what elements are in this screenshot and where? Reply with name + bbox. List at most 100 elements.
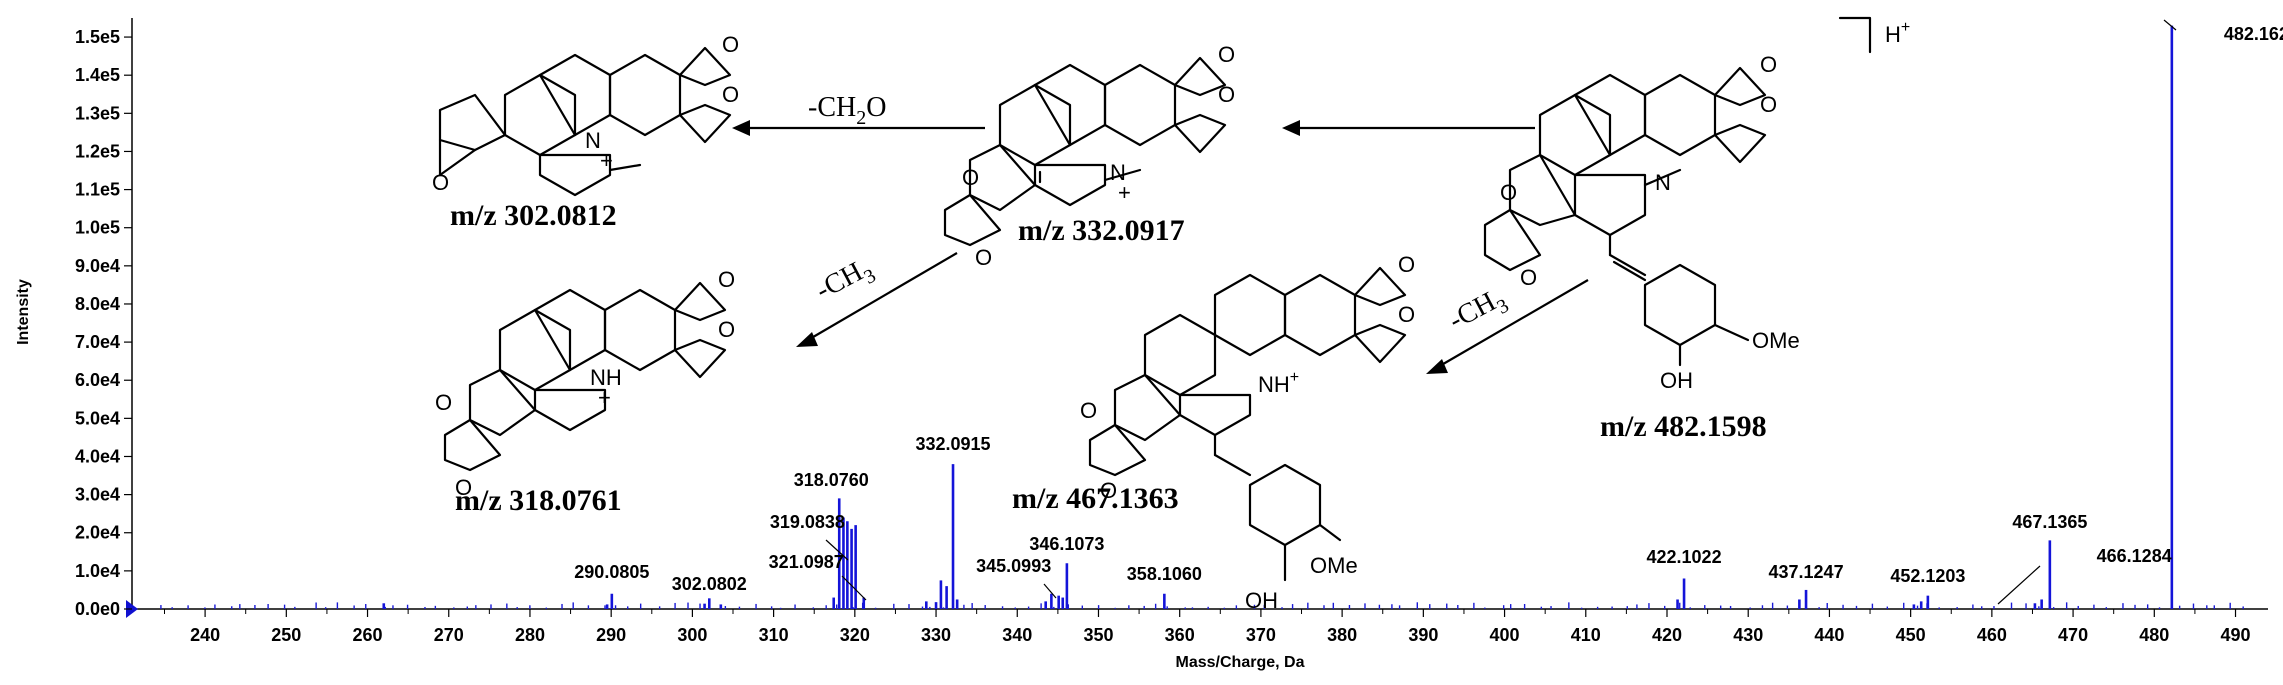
x-tick-label: 280 <box>515 625 545 645</box>
x-tick-label: 380 <box>1327 625 1357 645</box>
peak-label: 452.1203 <box>1890 566 1965 586</box>
y-axis-title: Intensity <box>15 279 32 345</box>
x-tick-label: 310 <box>759 625 789 645</box>
fragment-302-structure: N + O O O m/z 302.0812 <box>432 32 739 232</box>
x-tick-label: 240 <box>190 625 220 645</box>
frag467-o3: O <box>1080 398 1097 423</box>
peak-label: 319.0838 <box>770 512 845 532</box>
peak-label: 290.0805 <box>574 562 649 582</box>
frag302-mz-label: m/z 302.0812 <box>450 199 617 232</box>
noise-peaks <box>160 602 2244 609</box>
y-tick-label: 6.0e4 <box>75 370 120 390</box>
peak-label: 345.0993 <box>976 556 1051 576</box>
arrow-482-to-467-head <box>1426 359 1448 374</box>
x-tick-label: 450 <box>1896 625 1926 645</box>
frag318-mz-label: m/z 318.0761 <box>455 484 622 517</box>
peak-label: 321.0987 <box>769 552 844 572</box>
y-tick-label: 8.0e4 <box>75 294 120 314</box>
peak-label: 302.0802 <box>672 574 747 594</box>
peak-label: 466.1284 <box>2097 546 2172 566</box>
leader-319 <box>825 539 849 561</box>
precursor-o3: O <box>1500 180 1517 205</box>
frag318-o1: O <box>718 267 735 292</box>
arrow-332-to-318 <box>807 252 958 341</box>
frag467-o2: O <box>1398 302 1415 327</box>
frag302-plus: + <box>600 148 613 173</box>
frag467-o4: O <box>1100 478 1117 503</box>
y-tick-label: 9.0e4 <box>75 256 120 276</box>
precursor-n: N <box>1655 170 1671 195</box>
arrow-482-to-467 <box>1437 279 1589 368</box>
frag318-o3: O <box>435 390 452 415</box>
precursor-o4: O <box>1520 265 1537 290</box>
x-tick-label: 360 <box>1165 625 1195 645</box>
x-tick-label: 470 <box>2058 625 2088 645</box>
x-tick-label: 370 <box>1246 625 1276 645</box>
x-tick-label: 410 <box>1571 625 1601 645</box>
x-tick-label: 480 <box>2139 625 2169 645</box>
loss-ch3-label-right: -CH3 <box>1444 281 1513 341</box>
precursor-o1: O <box>1760 52 1777 77</box>
frag332-mz-label: m/z 332.0917 <box>1018 214 1185 247</box>
x-tick-label: 390 <box>1408 625 1438 645</box>
scheme-arrows <box>732 120 1589 374</box>
precursor-mz-label: m/z 482.1598 <box>1600 410 1767 443</box>
y-tick-label: 1.4e5 <box>75 65 120 85</box>
frag467-o1: O <box>1398 252 1415 277</box>
y-tick-label: 1.2e5 <box>75 141 120 161</box>
precursor-h-plus: H+ <box>1885 19 1910 47</box>
leader-345 <box>1043 583 1057 599</box>
peak-label: 332.0915 <box>915 434 990 454</box>
fragment-318-structure: NH + O O O O m/z 318.0761 <box>435 267 735 517</box>
y-tick-label: 1.0e5 <box>75 218 120 238</box>
x-tick-label: 490 <box>2220 625 2250 645</box>
frag332-plus: + <box>1118 180 1131 205</box>
frag318-o2: O <box>718 317 735 342</box>
y-tick-label: 1.0e4 <box>75 561 120 581</box>
peak-label: 467.1365 <box>2012 512 2087 532</box>
frag318-nh: NH <box>590 365 622 390</box>
precursor-ome: OMe <box>1752 328 1800 353</box>
y-tick-label: 5.0e4 <box>75 408 120 428</box>
y-tick-label: 1.1e5 <box>75 180 120 200</box>
x-tick-label: 350 <box>1083 625 1113 645</box>
peak-label: 346.1073 <box>1029 534 1104 554</box>
x-tick-label: 440 <box>1814 625 1844 645</box>
frag302-o1: O <box>722 32 739 57</box>
peak-label: 482.1622 <box>2224 24 2283 44</box>
peak-label: 422.1022 <box>1647 547 1722 567</box>
y-tick-label: 2.0e4 <box>75 523 120 543</box>
x-tick-label: 430 <box>1733 625 1763 645</box>
x-tick-label: 250 <box>271 625 301 645</box>
loss-ch2o-label: -CH2O <box>808 92 886 129</box>
frag467-oh: OH <box>1245 588 1278 613</box>
frag318-plus: + <box>598 385 611 410</box>
x-tick-label: 420 <box>1652 625 1682 645</box>
precursor-o2: O <box>1760 92 1777 117</box>
peak-labels: 482.1622 467.1365 466.1284 452.1203 437.1247… <box>574 24 2283 594</box>
precursor-structure: N O O O O OMe OH H+ m/z 482.1598 <box>1483 16 1910 443</box>
y-tick-label: 7.0e4 <box>75 332 120 352</box>
frag332-n: N <box>1110 160 1126 185</box>
peaks <box>382 25 2174 609</box>
frag332-o2: O <box>1218 82 1235 107</box>
fragment-332-structure: N + O O O O m/z 332.0917 <box>943 42 1235 270</box>
y-tick-label: 0.0e0 <box>75 599 120 619</box>
x-tick-label: 400 <box>1490 625 1520 645</box>
x-tick-label: 330 <box>921 625 951 645</box>
peak-label: 437.1247 <box>1769 562 1844 582</box>
frag467-ome: OMe <box>1310 553 1358 578</box>
leader-321 <box>841 575 867 601</box>
x-tick-label: 340 <box>1002 625 1032 645</box>
frag332-o1: O <box>1218 42 1235 67</box>
x-tick-label: 260 <box>353 625 383 645</box>
y-tick-label: 1.3e5 <box>75 103 120 123</box>
y-tick-label: 4.0e4 <box>75 446 120 466</box>
frag318-o4: O <box>455 475 472 500</box>
x-tick-label: 300 <box>677 625 707 645</box>
arrow-332-to-302-head <box>732 120 750 136</box>
arrow-332-to-318-head <box>796 332 818 347</box>
